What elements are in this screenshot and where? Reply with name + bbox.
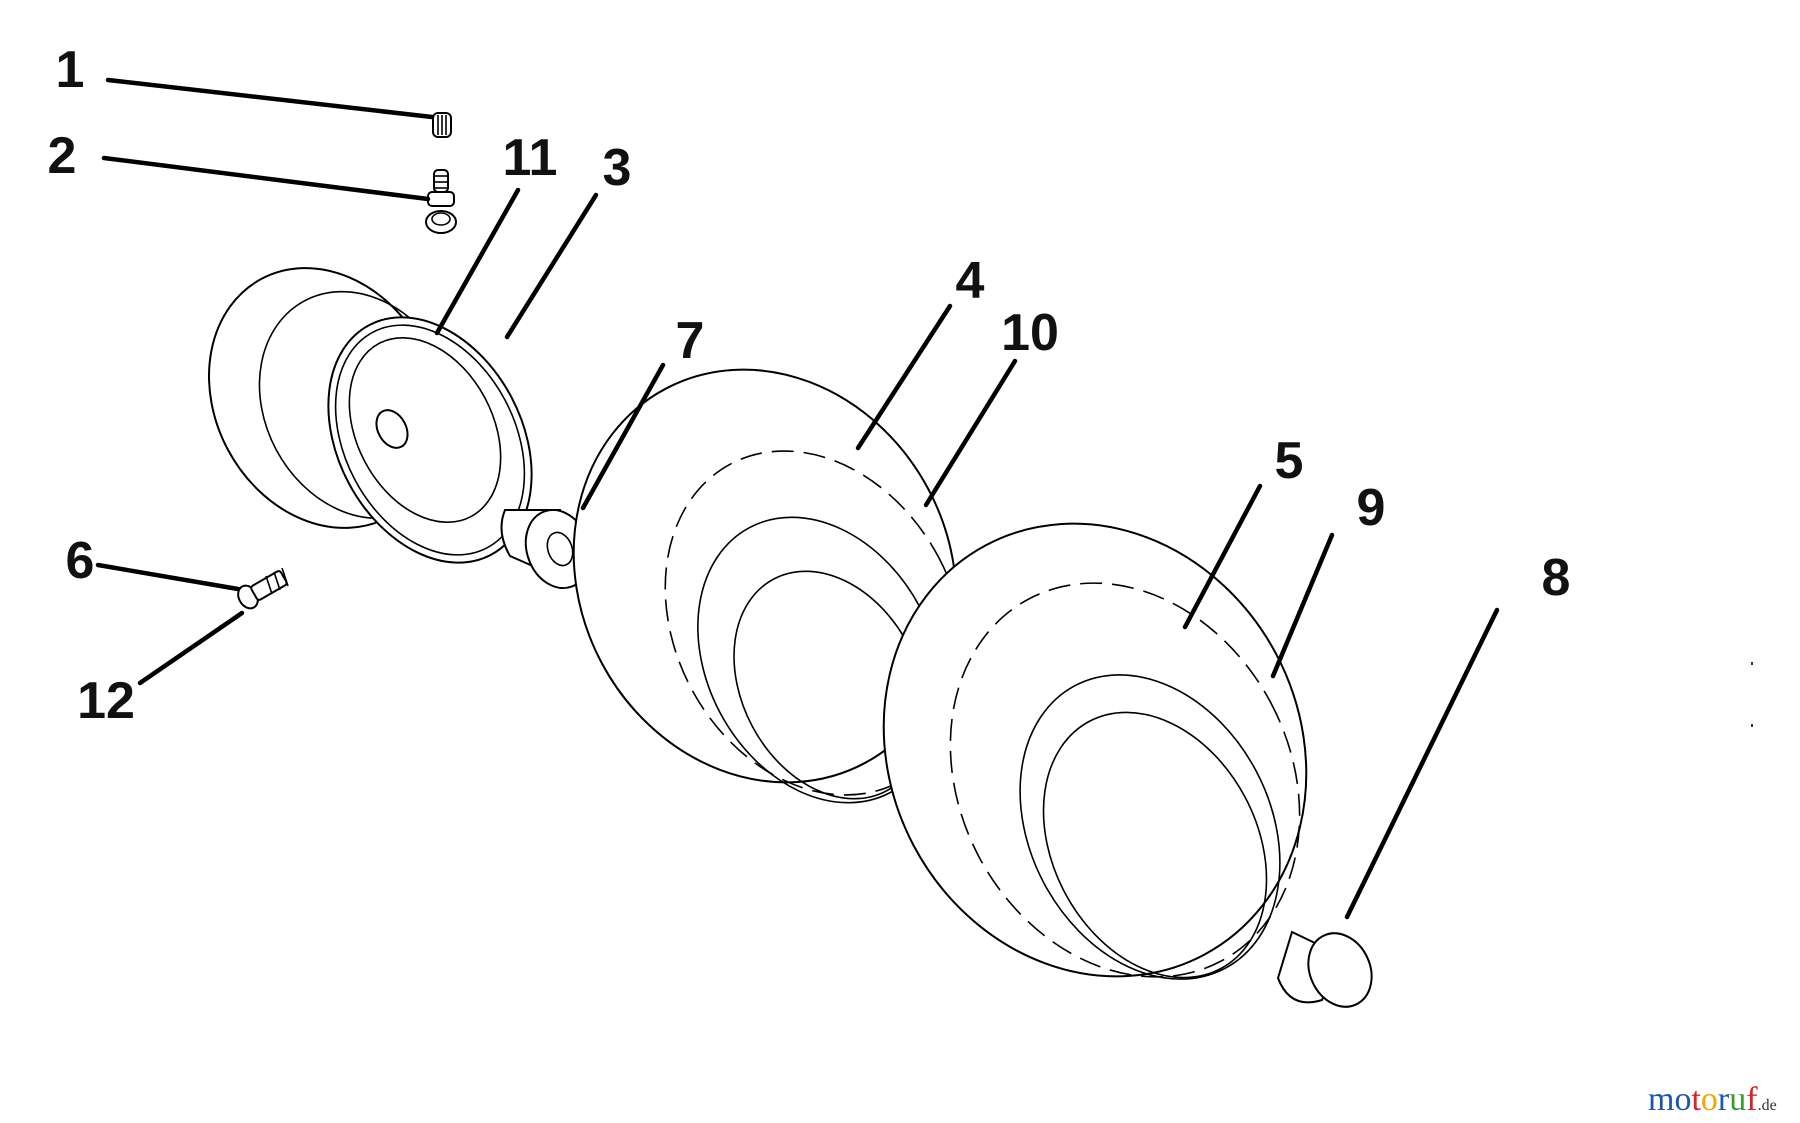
callout-3: 3 <box>603 139 632 197</box>
leader-line-11 <box>434 187 521 336</box>
leader-line-2 <box>101 155 431 202</box>
watermark-letter: o <box>1674 1081 1691 1118</box>
leader-line-7 <box>580 362 666 511</box>
rear-tire-part <box>882 522 1308 980</box>
valve-stem-part <box>425 169 457 234</box>
callout-1: 1 <box>56 41 85 99</box>
callout-12: 12 <box>77 672 135 730</box>
wheel-rim-part <box>208 267 533 564</box>
leader-line-6 <box>95 562 241 592</box>
leader-line-5 <box>1182 483 1263 630</box>
callout-10: 10 <box>1001 304 1059 362</box>
callout-2: 2 <box>48 127 77 185</box>
valve-cap-part <box>432 112 452 138</box>
callout-9: 9 <box>1357 479 1386 537</box>
watermark-domain: .de <box>1758 1097 1777 1114</box>
callout-8: 8 <box>1542 549 1571 607</box>
watermark-letter: m <box>1648 1081 1674 1118</box>
leader-line-9 <box>1270 532 1335 679</box>
leader-line-10 <box>923 358 1018 508</box>
leader-line-3 <box>504 192 599 340</box>
callout-5: 5 <box>1275 432 1304 490</box>
grease-fitting-part <box>237 567 289 610</box>
callout-6: 6 <box>66 532 95 590</box>
callout-7: 7 <box>676 312 705 370</box>
leader-line-4 <box>855 303 953 451</box>
leader-line-1 <box>105 77 435 120</box>
callout-11: 11 <box>503 129 558 187</box>
watermark-logo: motoruf.de <box>1648 1081 1777 1118</box>
watermark-letter: f <box>1746 1081 1758 1118</box>
leader-line-12 <box>137 610 245 686</box>
watermark-letter: u <box>1729 1081 1746 1118</box>
watermark-letter: o <box>1701 1081 1718 1118</box>
leader-line-8 <box>1344 607 1500 920</box>
callout-4: 4 <box>956 252 985 310</box>
watermark-letter: r <box>1718 1081 1730 1118</box>
watermark-letter: t <box>1691 1081 1701 1118</box>
hub-cap-part <box>1276 930 1373 1008</box>
